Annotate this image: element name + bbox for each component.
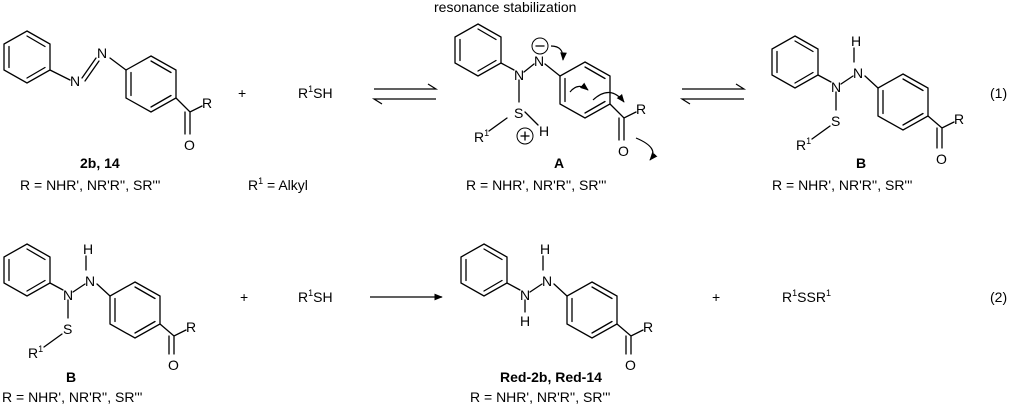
product-b-structure: N N H S R1 R O [771,33,964,167]
reactant-label: 2b, 14 [80,155,120,171]
rb-benzoyl-ring [109,281,161,339]
b-benzoyl-ring-double-bonds [882,78,924,126]
benzoyl-ring-double-bonds [130,60,172,108]
intermediate-label: A [554,155,564,171]
phenyl-ring [3,30,51,84]
a-r-group: R [636,101,646,117]
azo-bonds [49,57,127,82]
electron-push-arrow-1 [550,45,567,61]
b-r1-group: R1 [796,136,811,153]
rb-phenyl-ring-double-bonds [8,248,46,292]
a-hydrazine-bonds [500,62,561,126]
rp-hydrazine-bonds [506,255,568,313]
rp-benzoyl-ring-double-bonds [571,286,613,334]
thiol-reagent-2: R1SH [298,288,333,305]
rp-nh-hydrogen-top: H [540,241,550,257]
a-phenyl-ring [454,23,502,77]
carbonyl-bonds [175,97,203,135]
rb-n1: N [63,287,73,303]
b-carbonyl-oxygen: O [936,151,947,167]
reduced-product-r-definition: R = NHR', NR'R'', SR''' [470,389,610,405]
r1-definition: R1 = Alkyl [248,176,308,193]
rb-carbonyl-bonds [159,323,187,355]
equation-2: N N H S R1 R O B R = NHR', NR'R'', SR'''… [2,241,1007,405]
rp-r-group: R [643,319,653,335]
rp-phenyl-ring [460,243,508,297]
rb-carbonyl-oxygen: O [168,357,179,373]
a-phenyl-ring-double-bonds [459,28,497,72]
plus-sign-1: + [238,85,246,101]
rp-carbonyl-oxygen: O [625,357,636,373]
reactant2-label: B [66,369,76,385]
negative-charge-icon [531,37,549,55]
electron-push-arrow-2 [569,82,589,93]
plus-sign-2: + [240,289,248,305]
a-carbonyl-oxygen: O [618,143,629,159]
positive-charge-icon [516,127,534,145]
rb-n2: N [85,273,95,289]
reactant-b-structure: N N H S R1 R O [3,241,196,373]
b-hydrazine-bonds [811,47,879,140]
rb-nh-hydrogen: H [83,241,93,257]
b-r-group: R [954,111,964,127]
b-n1: N [831,79,841,95]
rb-benzoyl-ring-double-bonds [114,286,156,334]
a-carbonyl-bonds [609,103,637,141]
rp-carbonyl-bonds [616,323,644,355]
rb-sulfur: S [63,321,72,337]
a-benzoyl-ring [559,61,611,119]
rp-nh-hydrogen-bottom: H [520,313,530,329]
b-carbonyl-bonds [927,115,955,149]
reduced-product-structure: N N H H R O [460,241,653,373]
disulfide-product: R1SSR1 [782,288,831,305]
a-sh-hydrogen: H [539,123,549,139]
intermediate-a-structure: N N S H R1 R O [454,23,658,161]
a-s-r1-bond [488,117,508,132]
equilibrium-arrow-1 [371,83,439,105]
b-phenyl-ring [771,35,819,89]
a-n1: N [514,67,524,83]
rb-phenyl-ring [3,243,51,297]
b-benzoyl-ring [877,73,929,131]
azo-reactant-structure: N N R O [3,30,212,153]
r-group: R [202,95,212,111]
b-phenyl-ring-double-bonds [776,40,814,84]
a-n2-anion: N [534,53,544,69]
b-n2: N [853,65,863,81]
equation-1: N N R O 2b, 14 R = NHR', NR'R'', SR''' +… [3,0,1007,193]
b-sulfur: S [831,113,840,129]
reactant2-r-definition: R = NHR', NR'R'', SR''' [2,389,142,405]
rb-hydrazine-bonds [43,255,111,348]
equation-number-1: (1) [990,85,1007,101]
azo-n2: N [97,45,107,61]
phenyl-ring-double-bonds [8,35,46,79]
azo-n1: N [70,73,80,89]
rp-n2: N [542,273,552,289]
reactant-r-definition: R = NHR', NR'R'', SR''' [20,177,160,193]
intermediate-r-definition: R = NHR', NR'R'', SR''' [466,177,606,193]
rb-r1-group: R1 [28,344,43,361]
carbonyl-oxygen: O [184,137,195,153]
product-label: B [856,155,866,171]
a-benzoyl-ring-double-bonds [564,66,606,114]
rp-phenyl-ring-double-bonds [465,248,503,292]
benzoyl-ring [125,55,177,113]
electron-push-arrow-3 [592,91,625,103]
equilibrium-arrow-2 [679,83,747,105]
a-sulfur: S [514,105,523,121]
reduced-product-label: Red-2b, Red-14 [500,369,602,385]
equation-number-2: (2) [990,289,1007,305]
rb-r-group: R [186,319,196,335]
resonance-caption: resonance stabilization [434,0,576,15]
rp-benzoyl-ring [566,281,618,339]
plus-charge-icon [520,131,530,141]
rp-n1: N [520,287,530,303]
b-nh-hydrogen: H [851,33,861,49]
product-r-definition: R = NHR', NR'R'', SR''' [772,177,912,193]
thiol-reagent: R1SH [298,84,333,101]
plus-sign-3: + [712,289,720,305]
electron-push-arrow-4 [635,137,658,161]
a-r1-group: R1 [474,128,489,145]
